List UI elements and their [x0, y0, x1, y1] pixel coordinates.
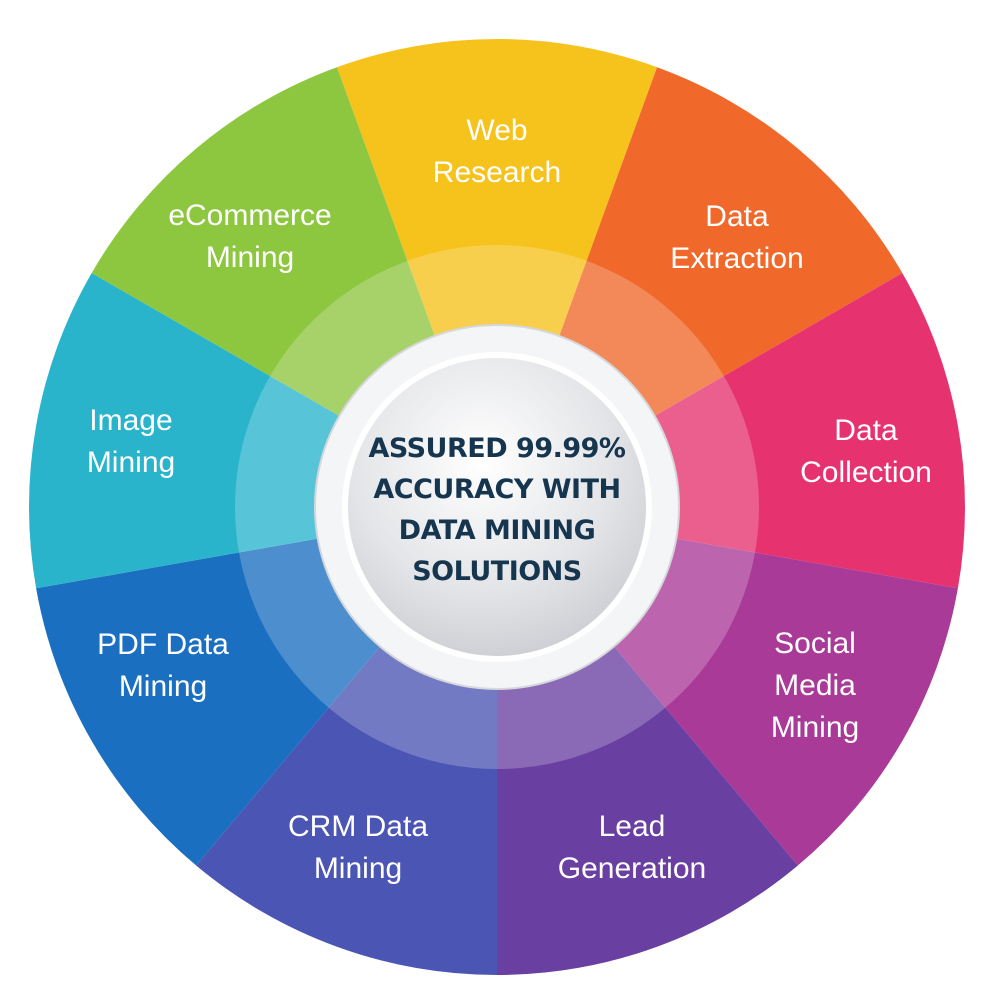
segment-label: Image Mining: [86, 404, 176, 479]
segment-label: PDF Data Mining: [97, 628, 229, 703]
segment-wedge: [336, 39, 658, 508]
segment-label: Web Research: [432, 114, 562, 189]
segment-label: eCommerce Mining: [168, 199, 332, 274]
segment-label: Data Extraction: [670, 200, 804, 275]
center-line: ACCURACY WITH: [373, 474, 621, 505]
segment-label: CRM Data Mining: [287, 810, 429, 885]
center-line: ASSURED 99.99%: [368, 433, 626, 464]
center-disc: [342, 352, 652, 662]
center-line: SOLUTIONS: [412, 556, 582, 587]
segment-label: Social Media Mining: [770, 627, 860, 744]
center-line: DATA MINING: [398, 515, 596, 546]
segment-label: Data Collection: [800, 414, 932, 489]
center-headline: ASSURED 99.99% ACCURACY WITH DATA MINING…: [347, 428, 647, 592]
segment-label: Lead Generation: [557, 810, 707, 885]
